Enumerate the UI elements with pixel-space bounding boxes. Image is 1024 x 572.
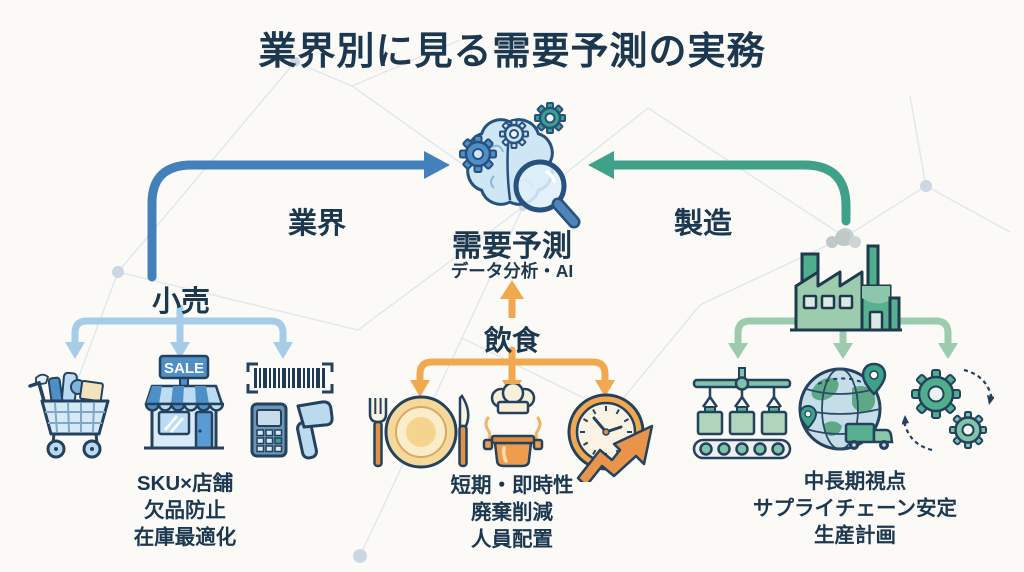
manufacturing-point: 生産計画 — [814, 524, 896, 547]
conveyor-belt-icon — [692, 367, 792, 460]
growth-arrow-shape — [576, 424, 654, 482]
gear-light-icon — [499, 119, 529, 149]
cooking-pot-icon — [482, 384, 544, 468]
plate-utensils-icon — [368, 394, 470, 469]
brain-ai-icon — [459, 102, 581, 229]
globe-logistics-icon — [798, 362, 894, 451]
retail-points: SKU×店舗 欠品防止 在庫最適化 — [75, 470, 295, 551]
flow-label-industry: 業界 — [287, 208, 346, 240]
clock-growth-icon — [567, 393, 654, 482]
location-pin-icon — [798, 362, 887, 430]
food-section-label: 飲食 — [483, 325, 540, 356]
food-points: 短期・即時性 廃棄削減 人員配置 — [402, 472, 622, 553]
manufacturing-point: サプライチェーン安定 — [753, 497, 957, 520]
retail-point: 在庫最適化 — [133, 526, 237, 549]
retail-point: SKU×店舗 — [136, 472, 234, 495]
gear-blue-icon — [459, 135, 497, 173]
gears-cycle-icon — [902, 368, 994, 452]
retail-point: 欠品防止 — [144, 499, 226, 522]
shopping-cart-icon — [28, 371, 110, 459]
sale-sign-text: SALE — [164, 360, 204, 377]
manufacturing-point: 中長期視点 — [803, 470, 907, 493]
factory-icon — [790, 230, 902, 332]
truck-icon — [844, 422, 894, 450]
retail-section-label: 小売 — [151, 286, 210, 318]
gear-green-icon — [534, 102, 566, 134]
barcode-scanner-icon — [246, 362, 334, 460]
manufacturing-points: 中長期視点 サプライチェーン安定 生産計画 — [738, 468, 972, 549]
page-title: 業界別に見る需要予測の実務 — [258, 31, 766, 73]
magnifier-icon — [513, 159, 581, 229]
food-to-center-arrow — [500, 280, 524, 318]
food-point: 人員配置 — [471, 528, 553, 551]
center-sublabel: データ分析・AI — [450, 261, 574, 281]
center-label: 需要予測 — [452, 230, 572, 263]
food-point: 短期・即時性 — [450, 474, 574, 497]
food-point: 廃棄削減 — [471, 501, 553, 524]
flow-label-manufacturing: 製造 — [673, 208, 732, 240]
storefront-icon: SALE — [144, 354, 225, 450]
